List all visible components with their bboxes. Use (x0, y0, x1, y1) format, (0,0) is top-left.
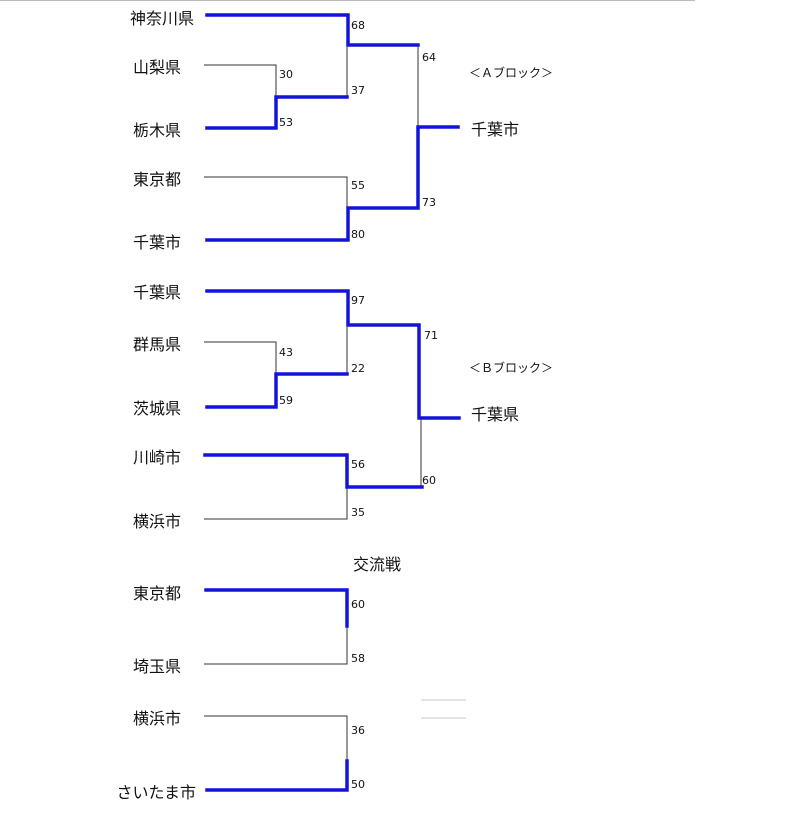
team-ibaraki: 茨城県 (133, 399, 181, 418)
score-b-71: 71 (424, 329, 438, 342)
win-line-ibaraki (205, 372, 349, 409)
block-b-label: ＜Ｂブロック＞ (469, 360, 553, 375)
team-yokohama-b: 横浜市 (133, 512, 181, 531)
win-line-chiba-pref (205, 289, 461, 420)
line-yokohama-b (204, 487, 348, 520)
block-b-winner: 千葉県 (471, 405, 519, 424)
team-chiba-city-a: 千葉市 (133, 233, 181, 252)
score-a-68: 68 (351, 19, 365, 32)
score-a-30: 30 (279, 68, 293, 81)
line-tokyo-a (204, 176, 348, 208)
line-yokohama-ex (204, 715, 348, 761)
team-yokohama-ex: 横浜市 (133, 709, 181, 728)
line-yamanashi (204, 64, 277, 97)
score-a-37: 37 (351, 84, 365, 97)
block-b: 千葉県 群馬県 茨城県 川崎市 横浜市 97 43 59 22 56 35 71… (133, 283, 553, 531)
line-gunma (204, 341, 277, 374)
team-tokyo-ex: 東京都 (133, 584, 181, 603)
score-b-59: 59 (279, 394, 293, 407)
exchange-matches: 交流戦 東京都 埼玉県 60 58 横浜市 さいたま市 36 50 (116, 555, 466, 802)
team-gunma: 群馬県 (133, 335, 181, 354)
team-yamanashi: 山梨県 (133, 58, 181, 77)
score-b-22: 22 (351, 362, 365, 375)
block-a-label: ＜Ａブロック＞ (469, 65, 553, 80)
win-line-saitama-city (205, 759, 349, 792)
score-ex-36: 36 (351, 724, 365, 737)
score-a-80: 80 (351, 228, 365, 241)
win-line-kawasaki (203, 453, 424, 489)
team-chiba-pref: 千葉県 (133, 283, 181, 302)
win-line-tochigi (205, 95, 349, 130)
score-b-35: 35 (351, 506, 365, 519)
score-ex-58: 58 (351, 652, 365, 665)
score-ex-60: 60 (351, 598, 365, 611)
score-a-64: 64 (422, 51, 436, 64)
score-a-53: 53 (279, 116, 293, 129)
score-b-97: 97 (351, 294, 365, 307)
score-b-43: 43 (279, 346, 293, 359)
score-ex-50: 50 (351, 778, 365, 791)
block-a-winner: 千葉市 (471, 120, 519, 139)
team-saitama-pref: 埼玉県 (133, 657, 181, 676)
team-tochigi: 栃木県 (133, 121, 181, 140)
score-a-73: 73 (422, 196, 436, 209)
line-saitama-pref (204, 626, 348, 665)
score-b-60: 60 (422, 474, 436, 487)
block-a: 神奈川県 山梨県 栃木県 東京都 千葉市 68 30 53 37 55 80 6… (130, 9, 553, 252)
score-a-55: 55 (351, 179, 365, 192)
win-line-chiba-city (205, 125, 460, 242)
win-line-tokyo-ex (204, 588, 349, 628)
team-kawasaki: 川崎市 (133, 448, 181, 467)
exchange-title: 交流戦 (353, 555, 401, 574)
team-kanagawa: 神奈川県 (130, 9, 194, 28)
win-line-kanagawa (205, 13, 420, 47)
score-b-56: 56 (351, 458, 365, 471)
team-saitama-city: さいたま市 (116, 783, 196, 802)
team-tokyo-a: 東京都 (133, 170, 181, 189)
